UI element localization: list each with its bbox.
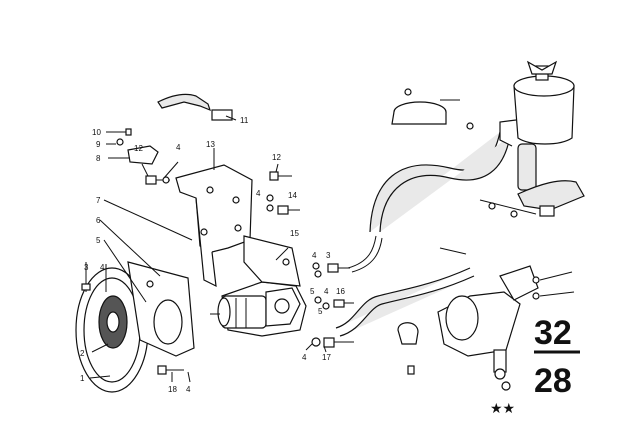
bolt-17 <box>311 337 354 348</box>
clip-8 <box>127 145 159 165</box>
bolt-12-left <box>145 175 170 185</box>
leader-lines <box>89 115 327 383</box>
reservoir-bracket <box>391 88 474 130</box>
callout-12-left: 12 <box>134 144 143 153</box>
callout-1: 1 <box>80 374 85 383</box>
feed-line <box>347 235 383 273</box>
callout-12-right: 12 <box>272 153 281 162</box>
callout-18: 18 <box>168 385 177 394</box>
connector-pipes <box>479 199 555 218</box>
callout-14: 14 <box>288 191 297 200</box>
callout-15: 15 <box>290 229 299 238</box>
callout-8: 8 <box>96 154 101 163</box>
callout-10: 10 <box>92 128 101 137</box>
callout-5-mid: 5 <box>310 287 315 296</box>
reservoir-hose <box>517 143 585 211</box>
bolt-18 <box>157 365 184 375</box>
bolt-14 <box>266 194 300 215</box>
reservoir <box>499 60 575 147</box>
fastener-stack <box>312 262 354 310</box>
callout-9: 9 <box>96 140 101 149</box>
callout-2: 2 <box>80 349 85 358</box>
callout-4-top: 4 <box>176 143 181 152</box>
adjuster-plate <box>243 235 301 287</box>
return-hose <box>369 131 511 233</box>
group-number: 32 28 <box>534 314 580 400</box>
bolt-10 <box>110 128 132 136</box>
pressure-hose <box>335 267 475 337</box>
callout-5: 5 <box>96 236 101 245</box>
bracket-plate <box>127 261 195 357</box>
callout-16: 16 <box>336 287 345 296</box>
callout-11: 11 <box>240 116 249 125</box>
callout-4-left: 4 <box>100 263 105 272</box>
group-number-top: 32 <box>534 314 572 352</box>
callout-4-mid: 4 <box>312 251 317 260</box>
steering-pump <box>210 281 307 337</box>
callout-3-left: 3 <box>84 263 89 272</box>
star-marks: ★★ <box>490 401 515 417</box>
callout-7: 7 <box>96 196 101 205</box>
washer-9 <box>116 138 124 146</box>
callout-17: 17 <box>322 353 331 362</box>
group-number-bottom: 28 <box>534 362 572 400</box>
callout-4-right: 4 <box>256 189 261 198</box>
steering-gear <box>437 265 539 391</box>
gear-bolts <box>439 247 575 300</box>
callout-3-mid: 3 <box>326 251 331 260</box>
callout-4-bottom: 4 <box>302 353 307 362</box>
bolt-12-right <box>269 171 292 181</box>
callout-6: 6 <box>96 216 101 225</box>
hose-clamp-11 <box>157 93 233 121</box>
callout-5-low: 5 <box>318 307 323 316</box>
callout-labels: 1 2 3 4 5 6 7 8 9 10 11 12 4 13 12 4 14 … <box>80 116 345 394</box>
callout-4-low: 4 <box>324 287 329 296</box>
callout-13: 13 <box>206 140 215 149</box>
bolt-left-3 <box>81 262 91 292</box>
hose-clamp <box>397 322 419 375</box>
main-bracket <box>175 164 253 288</box>
callout-4-foot: 4 <box>186 385 191 394</box>
